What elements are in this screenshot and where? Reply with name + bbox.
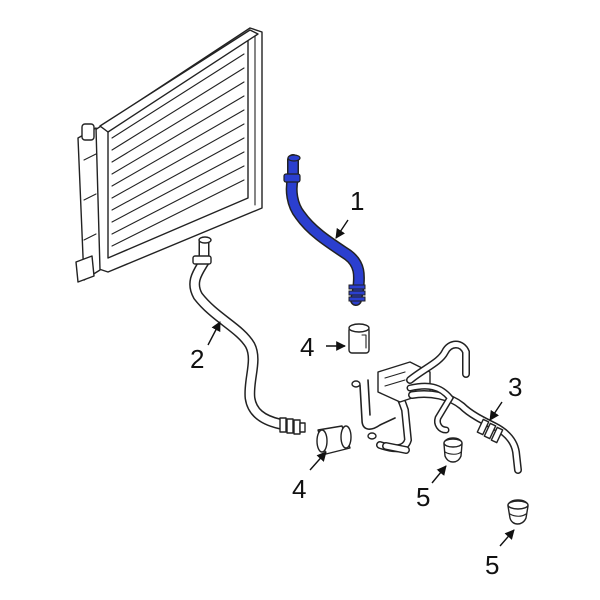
callout-5-lower: 5 [485,550,499,580]
callout-4-lower: 4 [292,474,306,504]
radiator-core-fins [111,53,245,247]
callout-arrows [207,219,515,547]
radiator [75,27,263,283]
callout-5-upper: 5 [416,482,430,512]
callout-4-upper: 4 [300,332,314,362]
callout-2: 2 [190,344,204,374]
hose-part-1[interactable] [283,154,366,306]
hose-part-2[interactable] [189,236,306,435]
callout-1: 1 [350,186,364,216]
cooler-lines-part-3[interactable] [351,340,522,474]
cap-part-5-lower[interactable] [507,499,529,525]
callout-3: 3 [508,372,522,402]
clamp-part-4-lower[interactable] [316,425,352,455]
cap-part-5-upper[interactable] [443,437,463,463]
clamp-part-4-upper[interactable] [348,323,370,354]
